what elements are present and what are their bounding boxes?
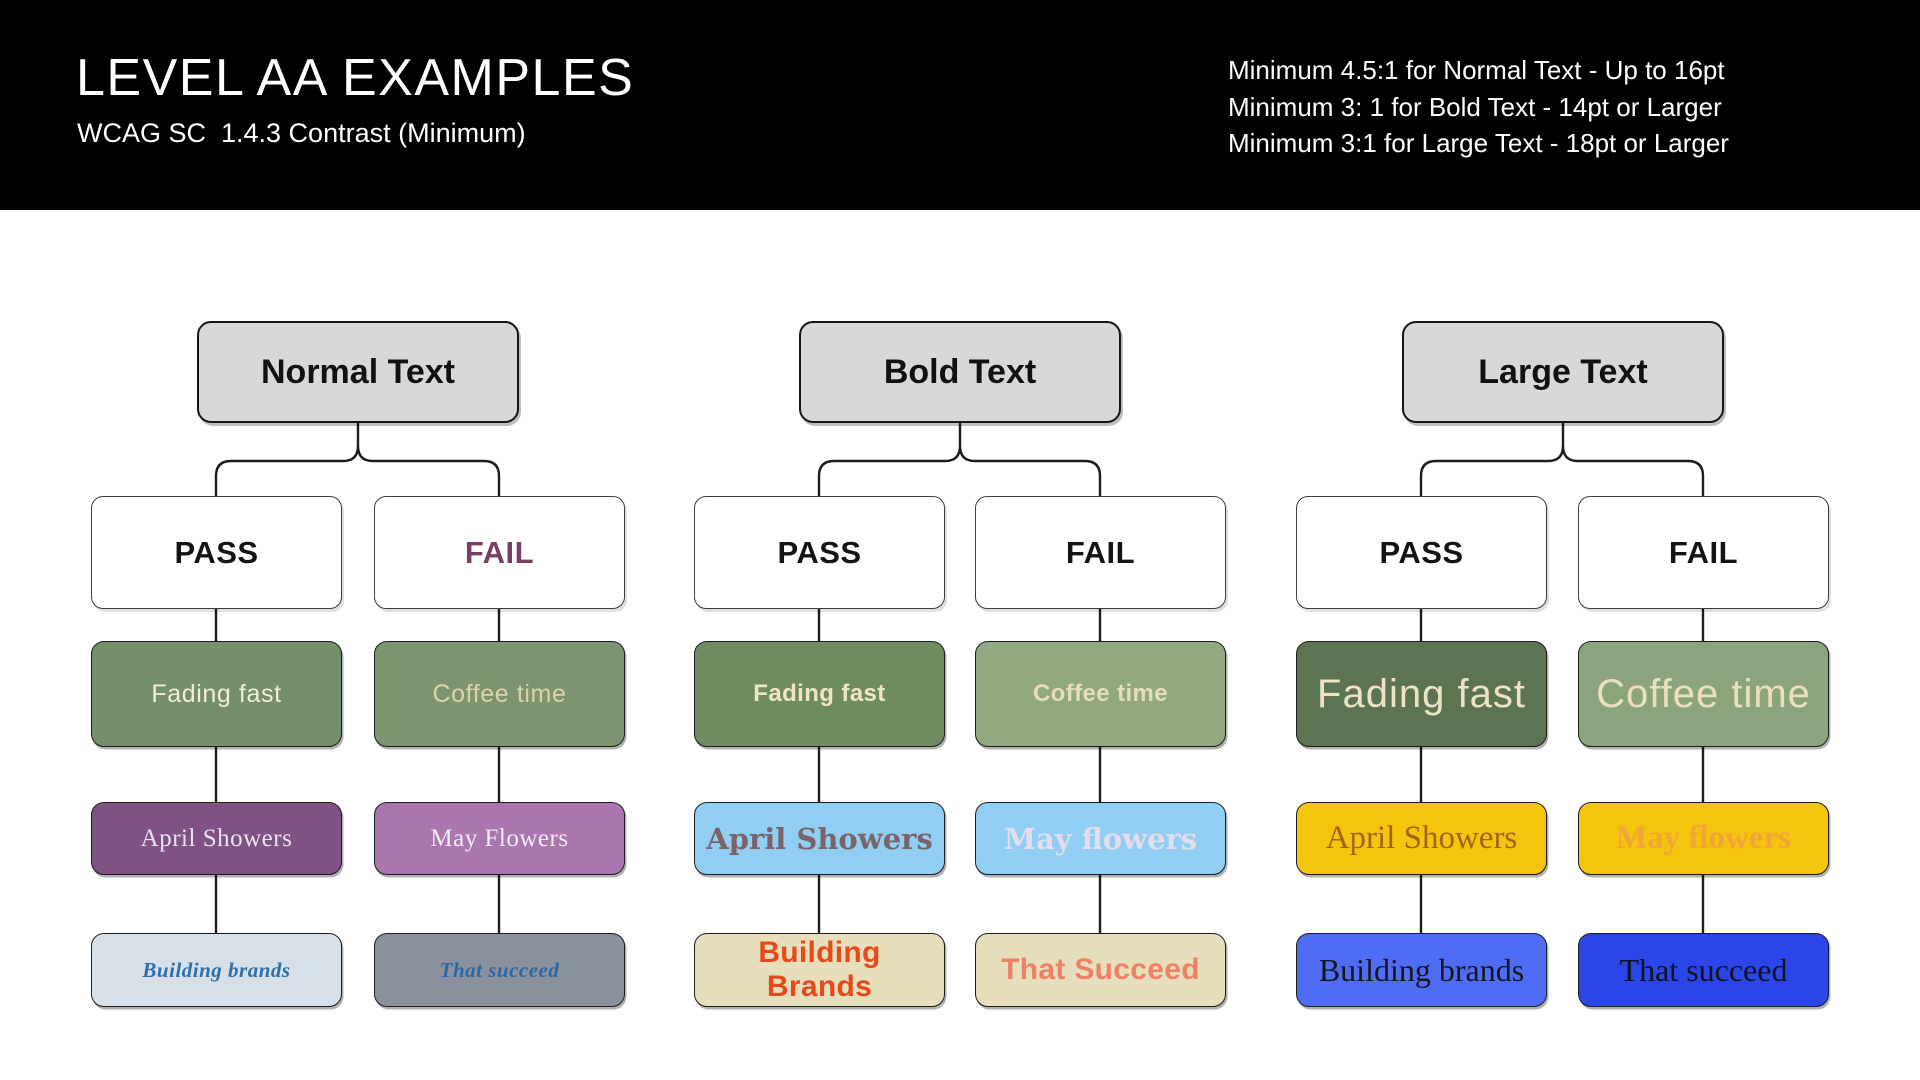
sample-large-pass-building-brands: Building brands — [1296, 933, 1547, 1007]
contrast-rules: Minimum 4.5:1 for Normal Text - Up to 16… — [1228, 52, 1729, 162]
sample-large-pass-fading-fast: Fading fast — [1296, 641, 1547, 747]
pass-header: PASS — [694, 496, 945, 609]
sample-large-pass-april-showers: April Showers — [1296, 802, 1547, 875]
sample-bold-pass-april-showers: April Showers — [694, 802, 945, 875]
sample-normal-pass-fading-fast: Fading fast — [91, 641, 342, 747]
pass-header: PASS — [91, 496, 342, 609]
page-subtitle: WCAG SC 1.4.3 Contrast (Minimum) — [77, 118, 526, 148]
tree-title-box: Bold Text — [799, 321, 1121, 423]
sample-large-fail-coffee-time: Coffee time — [1578, 641, 1829, 747]
rule-normal-text: Minimum 4.5:1 for Normal Text - Up to 16… — [1228, 55, 1725, 85]
rule-large-text: Minimum 3:1 for Large Text - 18pt or Lar… — [1228, 128, 1729, 158]
sample-large-fail-that-succeed: That succeed — [1578, 933, 1829, 1007]
tree-title-box: Large Text — [1402, 321, 1724, 423]
pass-header: PASS — [1296, 496, 1547, 609]
sample-bold-pass-fading-fast: Fading fast — [694, 641, 945, 747]
sample-normal-pass-building-brands: Building brands — [91, 933, 342, 1007]
header-bar: LEVEL AA EXAMPLES WCAG SC 1.4.3 Contrast… — [0, 0, 1920, 210]
sample-bold-pass-building-brands: Building Brands — [694, 933, 945, 1007]
tree-title-box: Normal Text — [197, 321, 519, 423]
sample-bold-fail-that-succeed: That Succeed — [975, 933, 1226, 1007]
page-title: LEVEL AA EXAMPLES — [76, 49, 635, 107]
sample-bold-fail-may-flowers: May flowers — [975, 802, 1226, 875]
fail-header: FAIL — [975, 496, 1226, 609]
sample-large-fail-may-flowers: May flowers — [1578, 802, 1829, 875]
fail-header: FAIL — [1578, 496, 1829, 609]
sample-normal-pass-april-showers: April Showers — [91, 802, 342, 875]
sample-normal-fail-may-flowers: May Flowers — [374, 802, 625, 875]
fail-header: FAIL — [374, 496, 625, 609]
sample-bold-fail-coffee-time: Coffee time — [975, 641, 1226, 747]
sample-normal-fail-that-succeed: That succeed — [374, 933, 625, 1007]
rule-bold-text: Minimum 3: 1 for Bold Text - 14pt or Lar… — [1228, 91, 1722, 122]
sample-normal-fail-coffee-time: Coffee time — [374, 641, 625, 747]
